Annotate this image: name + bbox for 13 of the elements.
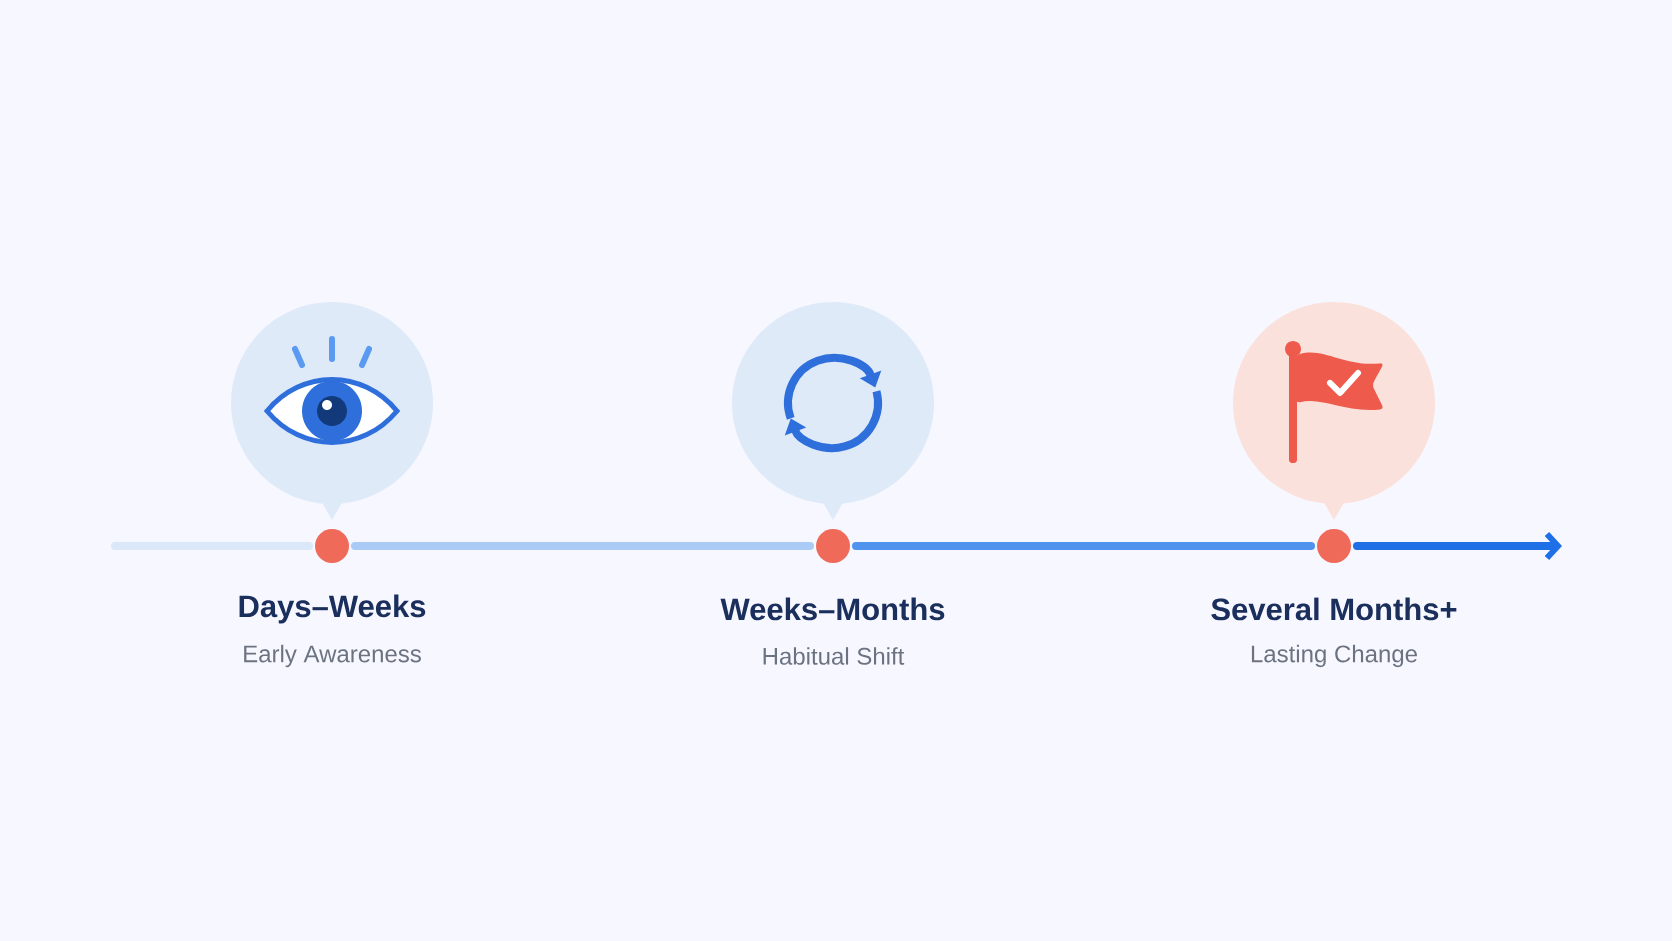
milestone-subtitle: Habitual Shift [763,647,905,665]
milestone-subtitle: Early Awareness [244,644,421,668]
milestone-subtitle: Lasting Change [1251,644,1417,668]
timeline-segment [351,542,814,550]
milestone-dot [1317,529,1351,563]
timeline-arrow [1353,531,1562,560]
timeline-segment [852,542,1315,550]
milestone-title: Weeks–Months [720,597,945,621]
milestone-title: Several Months+ [1211,597,1457,621]
timeline-segment [111,542,313,550]
milestone-title: Days–Weeks [239,594,426,624]
milestone-dot [816,529,850,563]
milestone-dot [315,529,349,563]
